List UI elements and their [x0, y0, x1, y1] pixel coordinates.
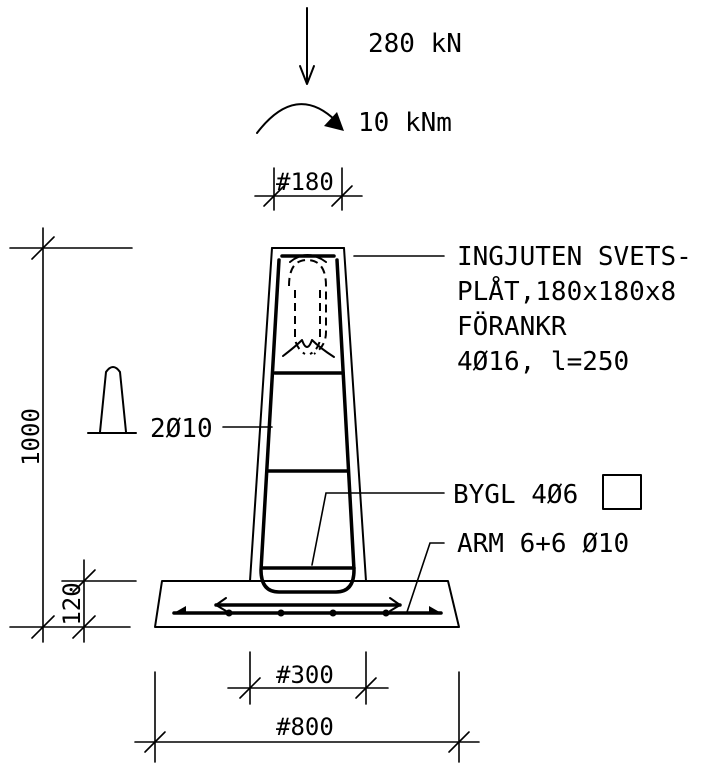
plate-line-4: 4Ø16, l=250	[457, 347, 629, 377]
anchor-bars	[280, 254, 336, 358]
column-outline	[249, 247, 367, 582]
plate-line-2: PLÅT,180x180x8	[457, 275, 676, 307]
moment-label: 10 kNm	[358, 108, 452, 138]
height-label: 1000	[17, 408, 45, 466]
stirrup-square-symbol	[602, 474, 642, 510]
base-height-label: 120	[58, 582, 86, 625]
vertical-bars-label: 2Ø10	[150, 414, 213, 444]
stirrups-label: BYGL 4Ø6	[453, 480, 578, 510]
base-reinforcement-label: ARM 6+6 Ø10	[457, 529, 629, 559]
plate-line-1: INGJUTEN SVETS-	[457, 242, 692, 272]
height-dimension	[9, 227, 133, 643]
stirrups	[260, 371, 356, 570]
plate-line-3: FÖRANKR	[457, 310, 567, 342]
base-width-dimension	[134, 671, 480, 763]
column-bottom-width-label: #300	[276, 661, 334, 689]
top-width-label: #180	[276, 168, 334, 196]
base-height-dimension	[61, 559, 137, 643]
plate-annotation: INGJUTEN SVETS- PLÅT,180x180x8 FÖRANKR 4…	[457, 242, 692, 377]
base-reinforcement	[172, 597, 443, 617]
axial-load-label: 280 kN	[368, 29, 462, 59]
moment-arrow	[256, 103, 344, 134]
leader-lines	[222, 255, 445, 613]
column-section-symbol	[87, 366, 137, 434]
top-width-dimension	[254, 167, 363, 211]
vertical-bars	[259, 254, 356, 594]
column-bottom-width-dimension	[227, 651, 389, 705]
base-width-label: #800	[276, 713, 334, 741]
axial-load-arrow	[299, 7, 315, 85]
